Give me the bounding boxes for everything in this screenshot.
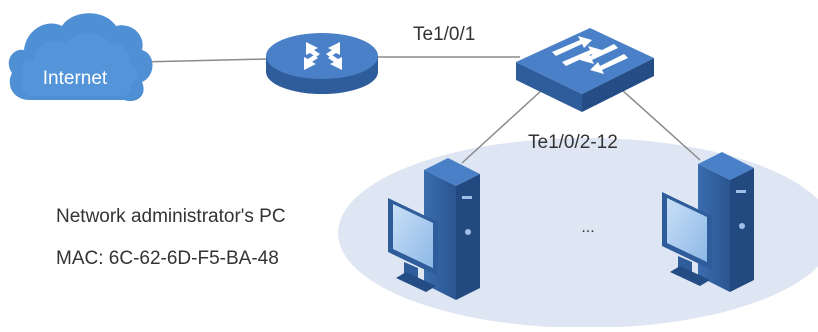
link-switch-admin-pc [461, 89, 543, 164]
desktop-pc-icon [662, 152, 754, 292]
admin-mac-label: MAC: 6C-62-6D-F5-BA-48 [56, 248, 279, 269]
uplink-port-label: Te1/0/1 [413, 24, 475, 45]
downlink-ports-label: Te1/0/2-12 [528, 132, 618, 153]
link-switch-pc-right [621, 89, 701, 161]
cloud-icon: Internet [8, 13, 153, 102]
switch-icon [516, 28, 654, 112]
admin-pc-label: Network administrator's PC [56, 206, 286, 227]
more-pcs-ellipsis: ... [581, 219, 594, 236]
links [139, 56, 701, 164]
internet-label: Internet [43, 68, 108, 89]
router-icon [266, 33, 378, 94]
link-internet-router [139, 58, 269, 63]
desktop-pc-icon [388, 158, 480, 300]
